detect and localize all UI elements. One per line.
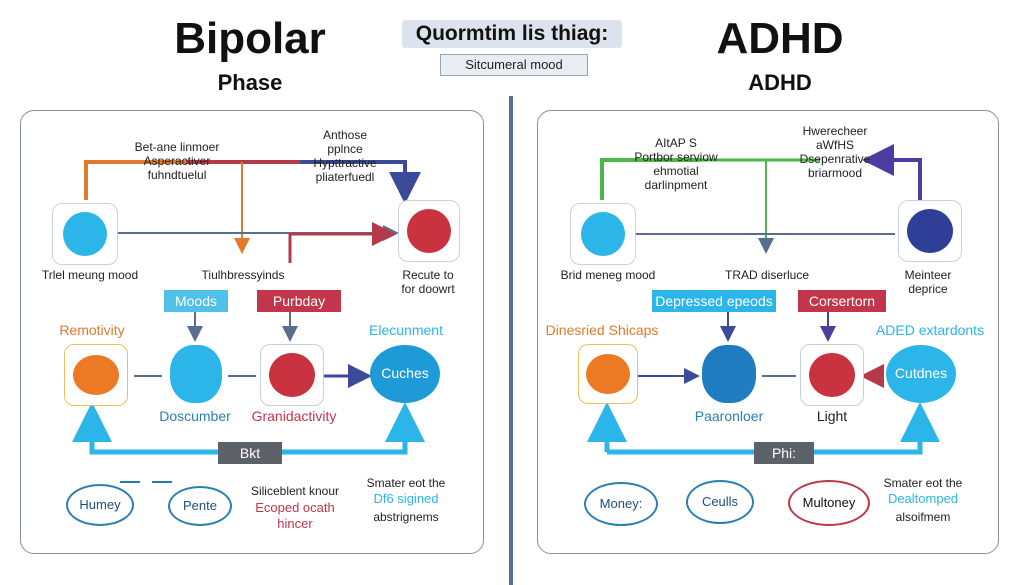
head-profile-icon (809, 353, 855, 397)
adhd-right-icon-label: Meinteer deprice (904, 268, 952, 296)
bipolar-box-moods: Moods (164, 290, 228, 312)
bipolar-remotivity: Remotivity (59, 322, 125, 338)
adhd-light: Light (816, 408, 848, 424)
bipolar-docsumber: Doscumber (159, 408, 231, 424)
bipolar-top-text-1: Bet-ane linmoer Asperactiver fuhndtuelul (134, 140, 220, 182)
center-subtitle: Sitcumeral mood (440, 54, 588, 76)
adhd-head-icon-left (570, 203, 636, 265)
bipolar-head-icon-right (398, 200, 460, 262)
adhd-top-text-1: AItAP S Portbor serviow ehmotial darlinp… (634, 136, 718, 192)
bipolar-title: Bipolar (174, 14, 326, 63)
adhd-aded: ADED extardonts (875, 322, 985, 338)
bipolar-oval-pente: Pente (168, 486, 232, 526)
adhd-paaronloer: Paaronloer (694, 408, 764, 424)
head-profile-icon (907, 209, 953, 253)
bipolar-bar-label: Bkt (218, 442, 282, 464)
center-divider (509, 96, 513, 585)
bipolar-right-icon-label: Recute to for doowrt (401, 268, 455, 296)
adhd-oval-multoney: Multoney (788, 480, 870, 526)
adhd-bottom-right: Smater eot the (883, 476, 963, 490)
bipolar-head-icon-left (52, 203, 118, 265)
adhd-blue-face-icon (702, 345, 756, 403)
bipolar-box-purbday: Purbday (257, 290, 341, 312)
adhd-subtitle: ADHD (748, 70, 812, 95)
adhd-red-head-icon (800, 344, 864, 406)
bipolar-mid-label: Tiulhbressyinds (201, 268, 285, 282)
bipolar-red-head-icon (260, 344, 324, 406)
group-icon (586, 354, 630, 394)
bipolar-bottom-mid-red: Ecoped ocath hincer (255, 500, 335, 531)
bipolar-orange-group-icon (64, 344, 128, 406)
head-profile-icon (269, 353, 315, 397)
adhd-dinesried: Dinesried Shicaps (545, 322, 659, 338)
adhd-bar-label: Phi: (754, 442, 814, 464)
group-icon (73, 355, 119, 395)
bipolar-oval-humey: Humey (66, 484, 134, 526)
adhd-cloud-cutdnes (886, 345, 956, 403)
bipolar-blue-face-icon (170, 345, 222, 403)
adhd-cutdnes-label: Cutdnes (894, 365, 948, 381)
center-title: Quormtim lis thiag: (415, 22, 609, 45)
adhd-bottom-right-blue: Dealtomped (887, 491, 959, 506)
bipolar-subtitle: Phase (217, 70, 283, 95)
bipolar-cuches-label: Cuches (381, 365, 429, 381)
adhd-orange-group-icon (578, 344, 638, 404)
adhd-mid-label: TRAD diserluce (724, 268, 810, 282)
bipolar-bottom-right-blue: Df6 sigined (373, 491, 439, 506)
adhd-left-icon-label: Brid meneg mood (560, 268, 656, 282)
adhd-box-depressed: Depressed epeods (652, 290, 776, 312)
head-profile-icon (63, 212, 107, 256)
adhd-oval-money: Money: (584, 482, 658, 526)
adhd-title: ADHD (716, 14, 844, 63)
bipolar-cloud-cuches (370, 345, 440, 403)
bipolar-granidactivity: Granidactivity (251, 408, 337, 424)
head-profile-icon (407, 209, 451, 253)
bipolar-elecunment: Elecunment (369, 322, 443, 338)
head-profile-icon (581, 212, 625, 256)
bipolar-top-text-2: Anthose pplnce Hypttractive pliaterfuedl (313, 128, 377, 184)
bipolar-bottom-right: Smater eot the (366, 476, 446, 490)
adhd-top-text-2: Hwerecheer aWfHS Dsepenrative briarmood (799, 124, 871, 180)
bipolar-bottom-mid: Siliceblent knour (250, 484, 340, 498)
adhd-box-corsertorn: Corsertorn (798, 290, 886, 312)
adhd-bottom-right-end: alsoifmem (895, 510, 951, 524)
adhd-oval-ceulls: Ceulls (686, 480, 754, 524)
bipolar-bottom-right-end: abstrignems (373, 510, 439, 524)
center-title-box (402, 20, 622, 48)
adhd-head-icon-right (898, 200, 962, 262)
bipolar-left-icon-label: Trlel meung mood (41, 268, 139, 282)
